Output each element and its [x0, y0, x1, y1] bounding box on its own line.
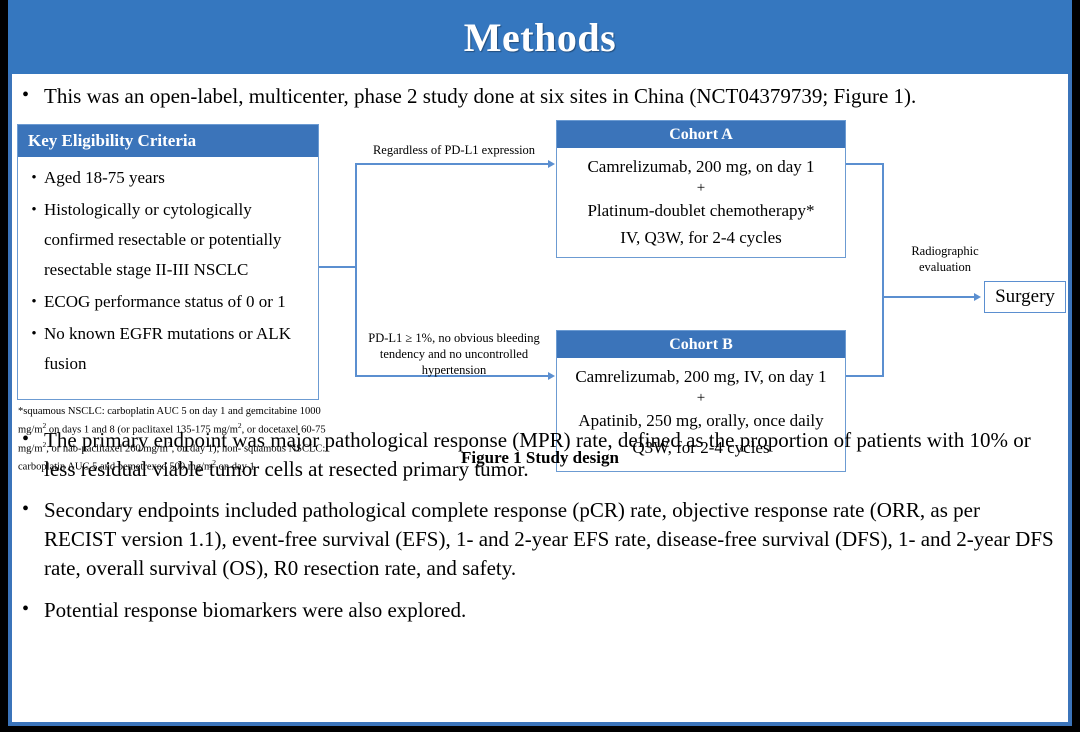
study-design-figure: Key Eligibility Criteria • Aged 18-75 ye… — [12, 118, 1068, 473]
bullet-marker-icon: • — [31, 326, 37, 342]
cohort-a-condition-label: Regardless of PD-L1 expression — [372, 143, 536, 157]
bullet-marker-icon: • — [22, 498, 30, 520]
eligibility-criteria-box: Key Eligibility Criteria • Aged 18-75 ye… — [17, 124, 319, 400]
cohort-a-line2: Platinum-doublet chemotherapy* — [587, 201, 815, 220]
cohort-b-line3: Q3W, for 2-4 cycles — [632, 438, 770, 457]
cohort-a-line1: Camrelizumab, 200 mg, on day 1 — [587, 157, 815, 176]
connector-merge-vertical — [882, 163, 884, 375]
footnote-line3-b: on day 1 — [215, 461, 255, 473]
cohort-a-body: Camrelizumab, 200 mg, on day 1 + Platinu… — [557, 148, 845, 251]
list-item: • ECOG performance status of 0 or 1 — [24, 287, 310, 317]
eligibility-item-label: ECOG performance status of 0 or 1 — [44, 292, 286, 311]
cohort-b-plus: + — [696, 390, 706, 406]
page-title: Methods — [463, 14, 617, 60]
eligibility-header: Key Eligibility Criteria — [18, 125, 318, 157]
cohort-a-box: Cohort A Camrelizumab, 200 mg, on day 1 … — [556, 120, 846, 258]
eligibility-list: • Aged 18-75 years • Histologically or c… — [18, 157, 318, 379]
bullet-biomarkers: • Potential response biomarkers were als… — [22, 596, 1052, 625]
connector-to-cohort-b — [355, 375, 549, 377]
cohort-b-box: Cohort B Camrelizumab, 200 mg, IV, on da… — [556, 330, 846, 472]
bullet-marker-icon: • — [22, 598, 30, 620]
connector-to-surgery — [882, 296, 977, 298]
footnote-sup: 2 — [167, 439, 172, 449]
cohort-b-header: Cohort B — [557, 331, 845, 358]
footnote-line3-a: squamous NSCLC: carboplatin AUC 5 and pe… — [18, 443, 326, 473]
footnote-line1-b: on days 1 and 8 (or — [46, 424, 130, 436]
cohort-b-line1: Camrelizumab, 200 mg, IV, on day 1 — [575, 367, 827, 386]
cohort-a-plus: + — [696, 180, 706, 196]
surgery-box: Surgery — [984, 281, 1066, 313]
footnote-sup: 2 — [42, 421, 47, 430]
list-item: • Histologically or cytologically confir… — [24, 195, 310, 285]
eligibility-item-label: Aged 18-75 years — [44, 168, 165, 187]
cohort-a-line3: IV, Q3W, for 2-4 cycles — [620, 228, 782, 247]
connector-split-vertical-bottom — [355, 266, 357, 376]
connector-cohort-b-out — [846, 375, 884, 377]
figure-caption: Figure 1 Study design — [461, 448, 619, 467]
footnote-sup: 2 — [212, 458, 216, 467]
bullet-secondary-endpoints: • Secondary endpoints included pathologi… — [22, 496, 1056, 583]
bullet-intro: • This was an open-label, multicenter, p… — [22, 82, 1052, 111]
footnote-line1-a: *squamous NSCLC: carboplatin AUC 5 on da… — [18, 406, 321, 436]
cohort-a-header: Cohort A — [557, 121, 845, 148]
footnote-sup: 2 — [237, 421, 242, 430]
bullet-marker-icon: • — [22, 428, 30, 450]
radiographic-evaluation-label: Radiographic evaluation — [911, 244, 979, 274]
slide-title-bar: Methods — [8, 0, 1072, 74]
arrow-head-cohort-b-icon — [548, 372, 555, 380]
connector-eligibility-out — [319, 266, 356, 268]
bullet-marker-icon: • — [22, 84, 30, 106]
connector-split-vertical-top — [355, 163, 357, 267]
footnote-line2-b: , or docetaxel 60-75 mg/m — [18, 424, 326, 455]
bullet-secondary-text: Secondary endpoints included pathologica… — [44, 498, 1054, 580]
footnote-line2-a: paclitaxel 135-175 mg/m — [132, 424, 238, 436]
connector-to-cohort-a — [355, 163, 549, 165]
bullet-primary-endpoint: • The primary endpoint was major patholo… — [22, 426, 1052, 484]
bullet-marker-icon: • — [31, 294, 37, 310]
connector-cohort-a-out — [846, 163, 884, 165]
footnote-sup: 2 — [42, 439, 47, 449]
cohort-b-line2: Apatinib, 250 mg, orally, once daily — [578, 411, 824, 430]
bullet-biomarkers-text: Potential response biomarkers were also … — [44, 598, 467, 622]
figure-footnote: *squamous NSCLC: carboplatin AUC 5 on da… — [18, 405, 348, 475]
footnote-line2-c: , or nab-paclitaxel 260 mg/m — [46, 443, 168, 454]
eligibility-item-label: Histologically or cytologically confirme… — [44, 200, 282, 279]
bullet-marker-icon: • — [31, 170, 37, 186]
arrow-head-cohort-a-icon — [548, 160, 555, 168]
eligibility-item-label: No known EGFR mutations or ALK fusion — [44, 324, 291, 373]
cohort-b-body: Camrelizumab, 200 mg, IV, on day 1 + Apa… — [557, 358, 845, 461]
arrow-head-surgery-icon — [974, 293, 981, 301]
bullet-intro-text: This was an open-label, multicenter, pha… — [44, 84, 917, 108]
footnote-line2-d: , on day 1); non- — [171, 443, 242, 454]
surgery-label: Surgery — [995, 286, 1055, 307]
slide-body: • This was an open-label, multicenter, p… — [12, 74, 1068, 726]
bullet-primary-text: The primary endpoint was major pathologi… — [44, 428, 1031, 481]
list-item: • Aged 18-75 years — [24, 163, 310, 193]
list-item: • No known EGFR mutations or ALK fusion — [24, 319, 310, 379]
bullet-marker-icon: • — [31, 202, 37, 218]
cohort-b-condition-label: PD-L1 ≥ 1%, no obvious bleeding tendency… — [368, 331, 540, 377]
